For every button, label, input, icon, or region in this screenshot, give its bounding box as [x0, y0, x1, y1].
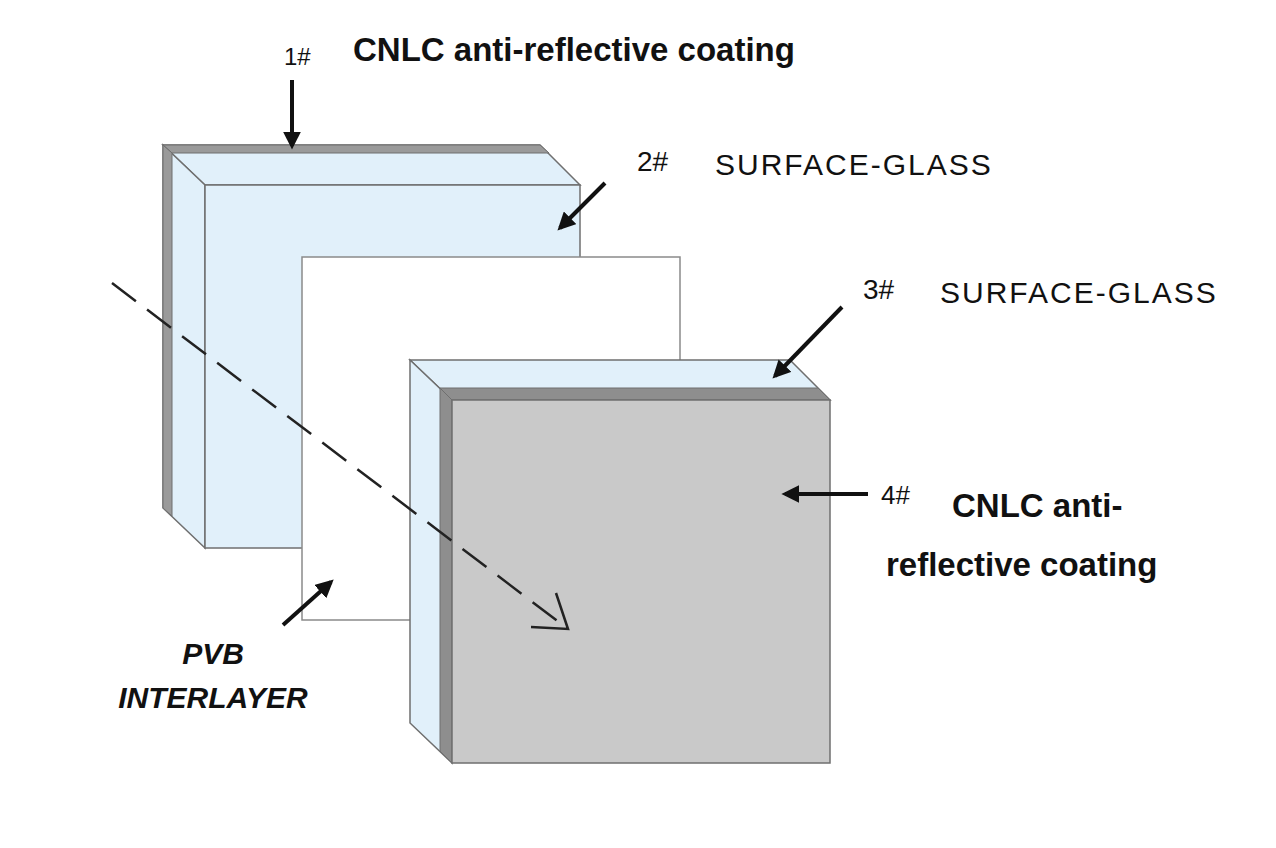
part-name: CNLC anti-reflective coating — [353, 33, 795, 66]
label-slot: SURFACE-GLASS — [940, 278, 1218, 308]
callout-number: 4# — [881, 482, 910, 508]
part-name: SURFACE-GLASS — [715, 150, 993, 180]
label-slot: CNLC anti-reflective coating — [353, 33, 795, 66]
label-slot: SURFACE-GLASS — [715, 150, 993, 180]
label-slot: 1# — [284, 45, 311, 69]
label-slot: 3# — [863, 276, 894, 304]
part-name: CNLC anti- reflective coating — [886, 476, 1246, 595]
callout-arrow — [290, 80, 294, 146]
callout-number: 1# — [284, 45, 311, 69]
callout-number: 3# — [863, 276, 894, 304]
label-slot: PVB INTERLAYER — [93, 632, 333, 719]
label-slot: 2# — [637, 148, 668, 176]
callout-arrow — [283, 582, 331, 625]
part-name: PVB INTERLAYER — [93, 632, 333, 719]
label-slot: CNLC anti- reflective coating — [886, 476, 1246, 595]
callout-arrow — [560, 183, 605, 228]
callout-arrow — [785, 492, 868, 496]
light-path-arrow — [112, 283, 568, 629]
label-slot: 4# — [881, 482, 910, 508]
glass-pane — [410, 360, 830, 763]
part-name: SURFACE-GLASS — [940, 278, 1218, 308]
callout-number: 2# — [637, 148, 668, 176]
callout-arrow — [775, 307, 842, 376]
